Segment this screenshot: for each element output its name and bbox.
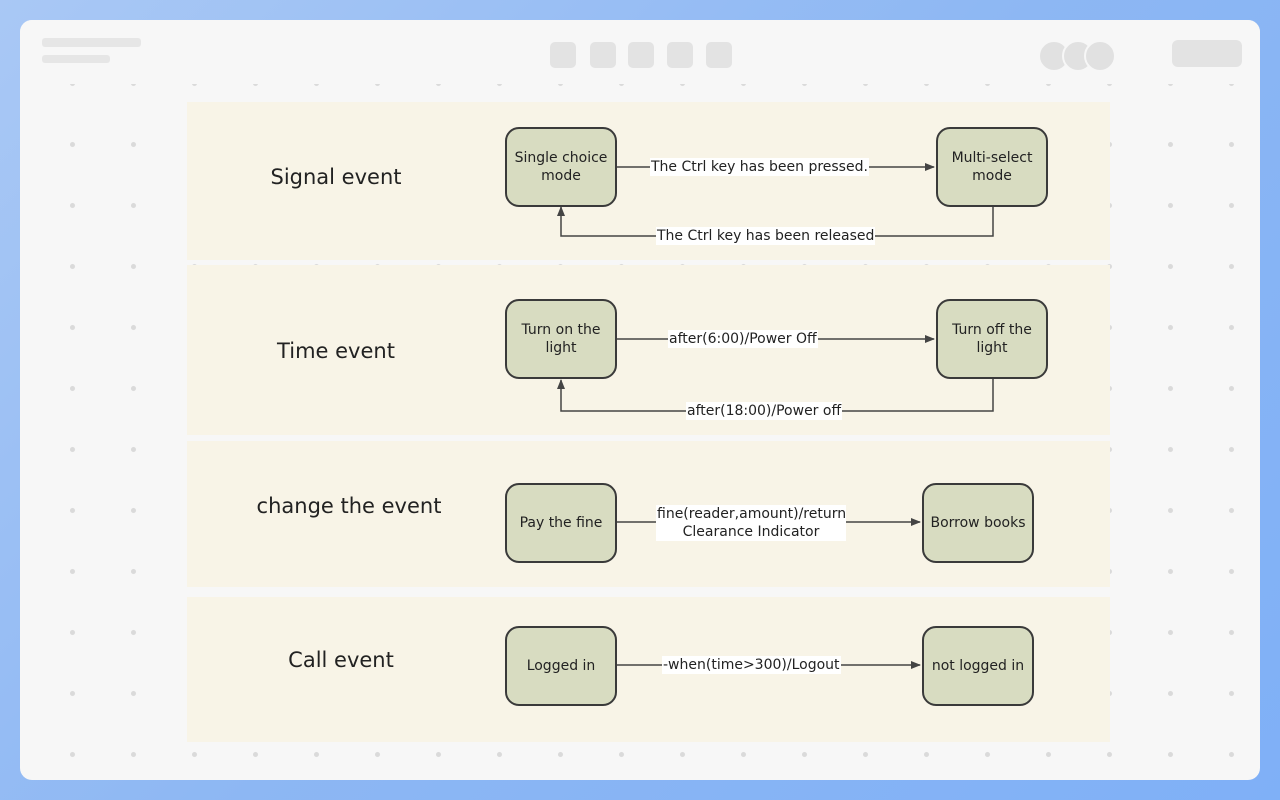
- state-node[interactable]: Logged in: [505, 626, 617, 706]
- transition-label-line: Clearance Indicator: [682, 524, 820, 540]
- avatar[interactable]: [1084, 40, 1116, 72]
- state-node[interactable]: Pay the fine: [505, 483, 617, 563]
- transition-label: after(18:00)/Power off: [686, 402, 843, 420]
- section-title: Call event: [288, 648, 394, 672]
- toolbar-button-2[interactable]: [590, 42, 616, 68]
- state-node[interactable]: Multi-select mode: [936, 127, 1048, 207]
- section-title: Signal event: [270, 165, 402, 189]
- transition-label: fine(reader,amount)/return Clearance Ind…: [656, 505, 846, 541]
- title-placeholder: [42, 38, 141, 47]
- app-window: Signal event Time event change the event…: [20, 20, 1260, 780]
- transition-label: -when(time>300)/Logout: [662, 656, 841, 674]
- state-node[interactable]: Single choice mode: [505, 127, 617, 207]
- toolbar-button-1[interactable]: [550, 42, 576, 68]
- transition-label-line: fine(reader,amount)/return: [657, 506, 847, 522]
- state-node[interactable]: Turn off the light: [936, 299, 1048, 379]
- connectors: [557, 163, 994, 669]
- state-node[interactable]: Turn on the light: [505, 299, 617, 379]
- state-node[interactable]: not logged in: [922, 626, 1034, 706]
- toolbar-button-4[interactable]: [667, 42, 693, 68]
- share-button[interactable]: [1172, 40, 1242, 67]
- toolbar-button-3[interactable]: [628, 42, 654, 68]
- toolbar-button-5[interactable]: [706, 42, 732, 68]
- transition-label: The Ctrl key has been pressed.: [650, 158, 869, 176]
- section-title: change the event: [256, 494, 442, 518]
- section-title: Time event: [277, 339, 395, 363]
- transition-label: The Ctrl key has been released: [656, 227, 876, 245]
- state-node[interactable]: Borrow books: [922, 483, 1034, 563]
- toolbar: [20, 20, 1260, 84]
- transition-label: after(6:00)/Power Off: [668, 330, 818, 348]
- subtitle-placeholder: [42, 55, 110, 63]
